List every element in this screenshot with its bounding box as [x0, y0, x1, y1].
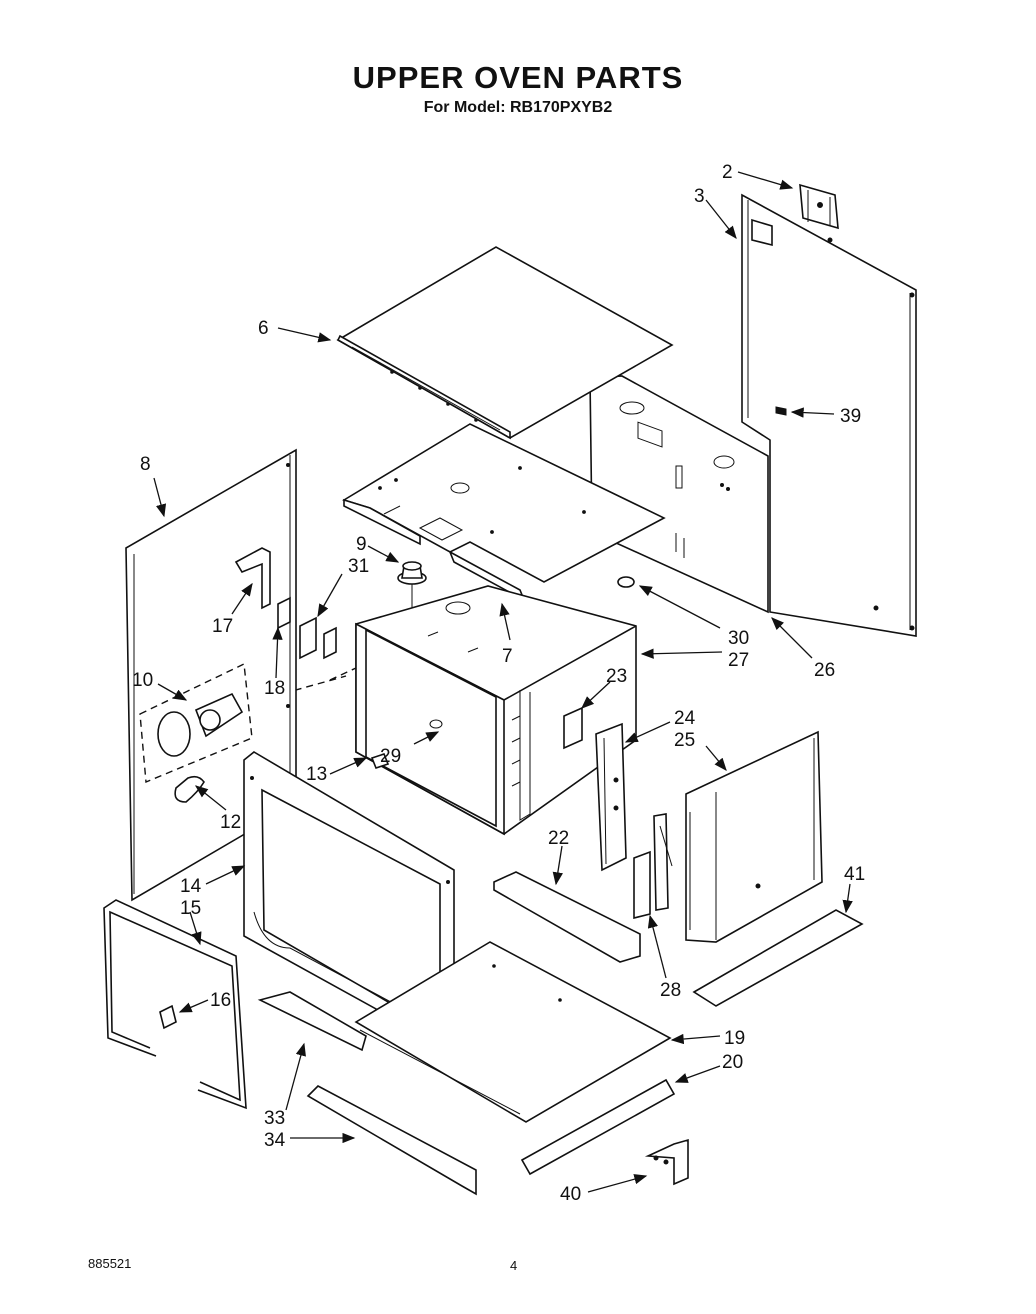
part-22-rail — [493, 871, 641, 963]
part-28-door-hinge — [633, 813, 673, 920]
callout-labels: 2 3 6 39 8 9 31 7 30 27 26 17 18 10 23 2… — [132, 162, 865, 1205]
part-13-clip — [370, 753, 390, 769]
part-20-front-rail — [520, 1078, 676, 1176]
part-33-vent-trim — [257, 991, 367, 1052]
part-31-switch — [299, 616, 317, 660]
model-subtitle: For Model: RB170PXYB2 — [423, 99, 613, 116]
callout-22: 22 — [548, 828, 569, 849]
part-19-oven-bottom — [354, 941, 672, 1123]
callout-27: 27 — [728, 650, 749, 671]
page-title: UPPER OVEN PARTS — [352, 60, 684, 95]
callout-8: 8 — [140, 454, 151, 475]
callout-28: 28 — [660, 980, 681, 1001]
callout-20: 20 — [722, 1052, 743, 1073]
callout-14: 14 — [180, 876, 202, 897]
callout-18: 18 — [264, 678, 285, 699]
callout-7: 7 — [502, 646, 513, 667]
callout-6: 6 — [258, 318, 269, 339]
callout-13: 13 — [306, 764, 327, 785]
part-18-clip — [277, 596, 291, 630]
part-7-top-frame — [342, 423, 666, 602]
part-2-hinge-bracket — [799, 183, 839, 230]
callout-30: 30 — [728, 628, 749, 649]
callout-25: 25 — [674, 730, 695, 751]
part-16-clip — [159, 1004, 177, 1030]
callout-29: 29 — [380, 746, 401, 767]
part-18-clip-b — [323, 626, 337, 660]
callout-26: 26 — [814, 660, 835, 681]
callout-2: 2 — [722, 162, 733, 183]
document-number: 885521 — [88, 1256, 132, 1271]
part-23-side-bracket — [563, 706, 583, 750]
part-24-hinge-channel — [595, 722, 627, 872]
part-10-light-socket — [157, 711, 191, 757]
callout-33: 33 — [264, 1108, 285, 1129]
part-25-side-panel — [685, 730, 823, 943]
callout-34: 34 — [264, 1130, 286, 1151]
callout-41: 41 — [844, 864, 865, 885]
part-34-trim-bar — [306, 1085, 477, 1196]
callout-12: 12 — [220, 812, 241, 833]
part-6-top-panel — [336, 246, 674, 440]
part-41-lower-trim — [692, 909, 864, 1007]
callout-19: 19 — [724, 1028, 745, 1049]
callout-16: 16 — [210, 990, 231, 1011]
callout-3: 3 — [694, 186, 705, 207]
page-number: 4 — [510, 1258, 518, 1273]
part-17-bracket — [234, 547, 271, 610]
part-15-door-gasket — [103, 899, 247, 1110]
callout-23: 23 — [606, 666, 627, 687]
callout-15: 15 — [180, 898, 201, 919]
part-27-oven-cavity — [259, 585, 637, 836]
part-3-rear-panel — [741, 193, 917, 637]
callout-24: 24 — [674, 708, 696, 729]
callout-17: 17 — [212, 616, 233, 637]
callout-9: 9 — [356, 534, 367, 555]
part-30-light-lens — [617, 576, 635, 588]
callout-39: 39 — [840, 406, 861, 427]
callout-31: 31 — [348, 556, 369, 577]
callout-10: 10 — [132, 670, 153, 691]
part-39-clip — [775, 406, 787, 416]
part-9-sensor — [397, 561, 427, 612]
callout-40: 40 — [560, 1184, 581, 1205]
part-40-bracket — [644, 1138, 689, 1186]
callout-leaders — [153, 171, 853, 1193]
